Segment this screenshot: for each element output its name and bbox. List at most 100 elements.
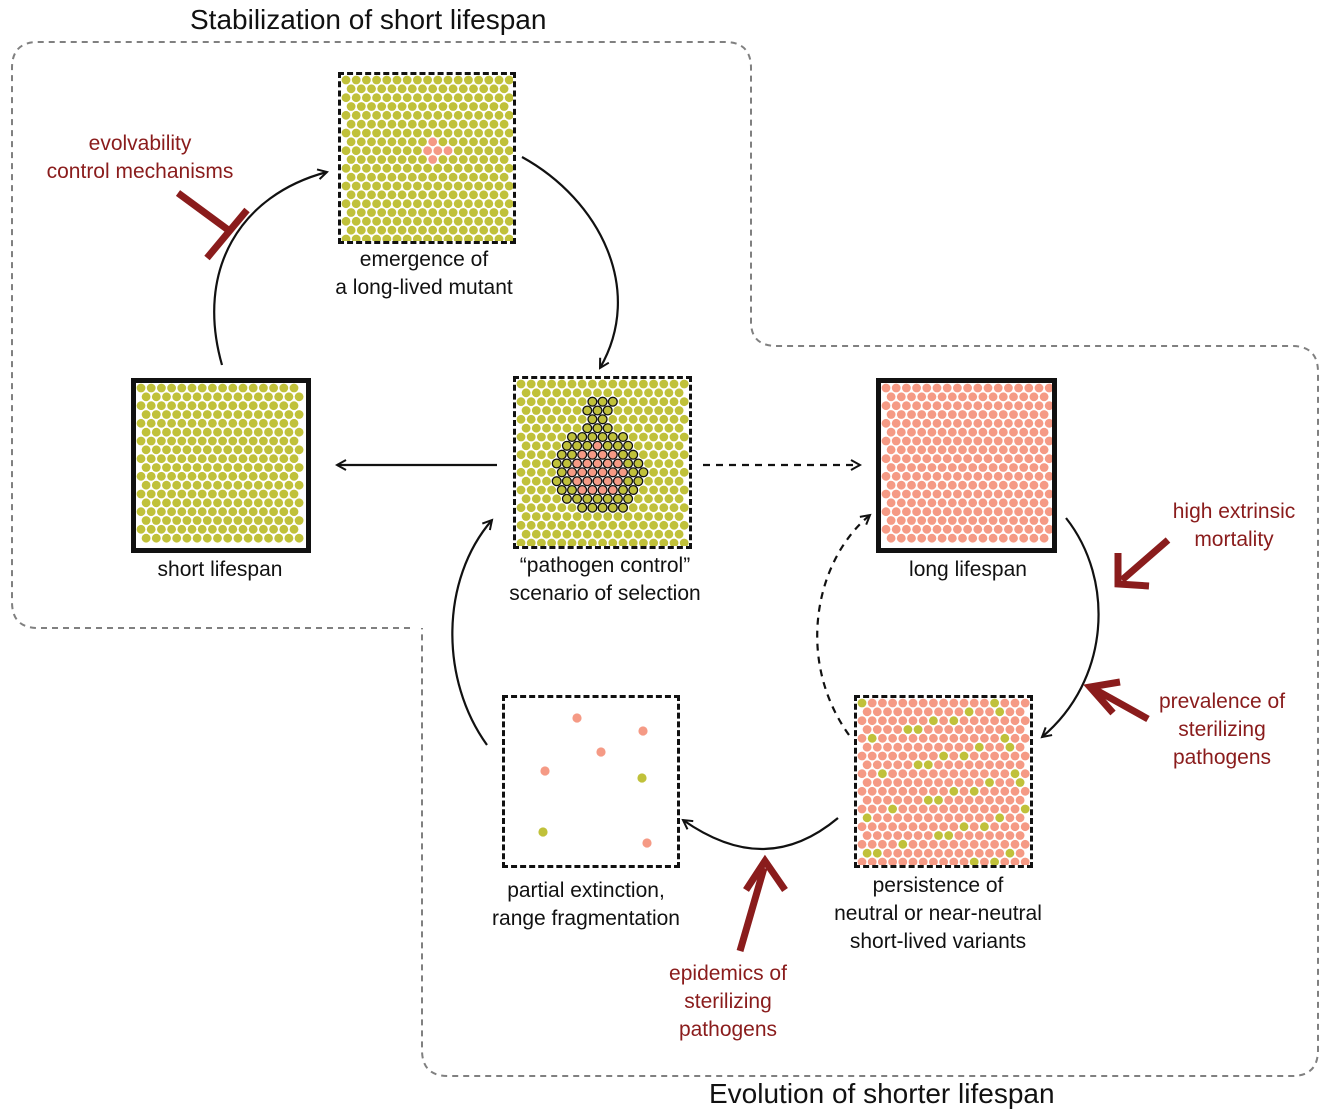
individual: [356, 137, 366, 147]
individual: [1024, 524, 1034, 534]
individual: [612, 493, 623, 504]
individual: [377, 208, 387, 217]
individual: [886, 516, 896, 525]
individual: [623, 493, 634, 504]
individual: [988, 410, 998, 419]
individual: [177, 454, 187, 464]
individual: [537, 397, 546, 407]
individual: [526, 432, 536, 442]
individual: [947, 392, 957, 402]
individual: [494, 110, 504, 120]
individual: [1014, 489, 1023, 499]
individual: [521, 423, 531, 433]
individual: [659, 379, 669, 389]
individual: [1024, 401, 1034, 411]
individual: [1004, 383, 1013, 393]
individual: [448, 119, 458, 129]
individual: [402, 93, 412, 103]
individual: [259, 383, 268, 393]
individual: [397, 155, 407, 164]
individual: [983, 507, 993, 517]
individual: [862, 707, 872, 717]
individual: [392, 216, 402, 226]
individual: [289, 418, 299, 428]
individual: [382, 181, 392, 191]
individual: [367, 225, 376, 235]
individual: [413, 181, 422, 191]
individual: [980, 733, 989, 743]
individual: [448, 208, 458, 217]
individual: [402, 110, 412, 120]
individual: [908, 857, 918, 865]
individual: [279, 524, 289, 534]
individual: [213, 392, 222, 402]
individual: [1015, 742, 1025, 752]
individual: [1024, 383, 1034, 393]
individual: [998, 445, 1008, 455]
individual: [1004, 454, 1013, 464]
individual: [954, 831, 964, 840]
label-emergence-line-1: emergence of: [359, 248, 489, 271]
individual: [888, 733, 897, 743]
individual: [259, 436, 268, 446]
individual: [893, 813, 903, 823]
individual: [567, 379, 577, 389]
individual: [177, 418, 187, 428]
individual: [418, 155, 427, 164]
individual: [392, 75, 402, 85]
individual: [998, 463, 1008, 472]
individual: [418, 172, 427, 182]
individual: [623, 529, 633, 539]
individual: [233, 480, 243, 490]
individual: [912, 383, 921, 393]
individual: [504, 234, 513, 241]
individual: [893, 742, 903, 752]
individual: [674, 459, 684, 468]
individual: [341, 181, 351, 191]
individual: [597, 449, 608, 460]
individual: [917, 463, 927, 472]
individual: [253, 533, 263, 543]
individual: [228, 524, 238, 534]
individual: [947, 533, 957, 543]
individual: [1039, 533, 1049, 543]
individual: [223, 392, 233, 402]
individual: [284, 533, 294, 543]
individual: [607, 449, 618, 460]
individual: [913, 778, 923, 787]
individual: [908, 716, 918, 726]
individual: [918, 769, 928, 779]
individual: [985, 707, 994, 717]
individual: [362, 75, 371, 85]
individual: [458, 172, 468, 182]
individual: [891, 401, 901, 411]
individual: [973, 401, 983, 411]
individual: [664, 459, 674, 468]
individual: [208, 507, 217, 517]
individual: [649, 503, 658, 513]
individual: [1009, 445, 1018, 455]
individual: [949, 751, 959, 761]
individual: [974, 848, 984, 858]
individual: [968, 410, 978, 419]
individual: [881, 524, 891, 534]
individual: [499, 137, 509, 147]
individual: [907, 410, 916, 419]
individual: [557, 503, 567, 513]
individual: [428, 84, 438, 94]
individual: [664, 476, 674, 486]
individual: [886, 392, 896, 402]
individual: [407, 102, 417, 111]
individual: [382, 128, 392, 138]
individual: [1014, 507, 1023, 517]
individual: [197, 401, 207, 411]
individual: [927, 410, 937, 419]
individual: [537, 520, 546, 530]
individual: [1029, 480, 1039, 490]
individual: [356, 225, 366, 235]
individual: [146, 383, 156, 393]
individual: [197, 418, 207, 428]
individual: [474, 93, 483, 103]
individual: [995, 831, 1005, 840]
individual: [881, 507, 891, 517]
